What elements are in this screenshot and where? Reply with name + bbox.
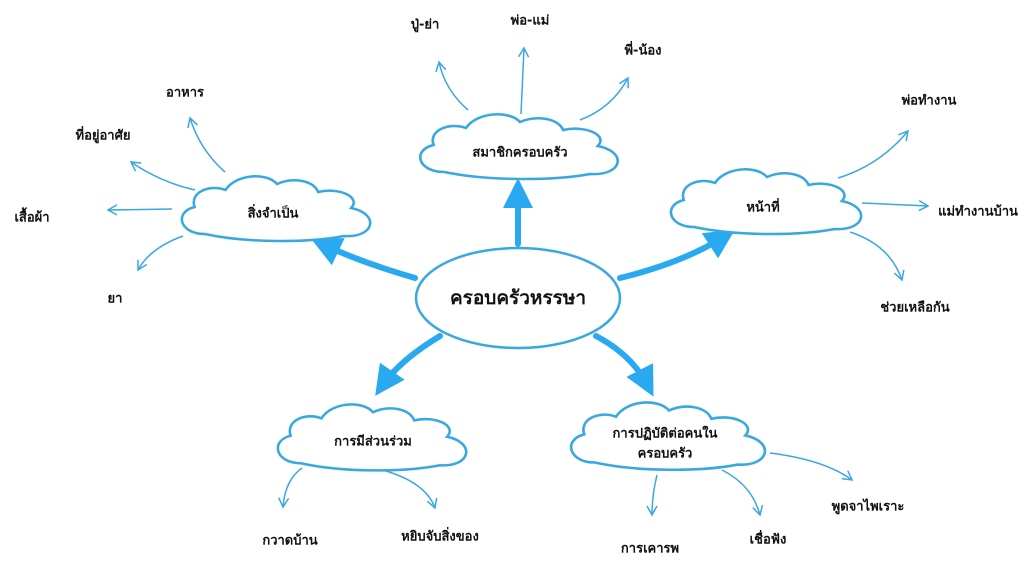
arrow-leaf [106, 204, 173, 216]
members-label: สมาชิกครอบครัว [472, 145, 568, 161]
leaf-label: ยา [107, 291, 123, 307]
leaf-label: พูดจาไพเราะ [831, 499, 905, 515]
arrow-leaf [837, 129, 909, 179]
arrow-leaf [721, 469, 764, 517]
leaf-label: การเคารพ [620, 541, 680, 557]
duties-label: หน้าที่ [746, 200, 780, 216]
main-connectors [311, 178, 736, 397]
arrow-leaf [517, 46, 530, 115]
center-label: ครอบครัวหรรษา [449, 286, 587, 309]
arrow-leaf [129, 161, 196, 191]
leaf-label: หยิบจับสิ่งของ [401, 529, 479, 545]
leaf-connectors [106, 46, 930, 517]
leaf-label: พี่-น้อง [624, 43, 662, 59]
arrow-leaf [849, 231, 905, 282]
leaf-label: ปู่-ย่า [410, 17, 440, 33]
arrow-to-necessities [311, 238, 418, 281]
leaf-label: แม่ทำงานบ้าน [938, 204, 1018, 220]
necessities-label: สิ่งจำเป็น [247, 206, 299, 222]
arrow-leaf [137, 235, 184, 272]
leaf-label: อาหาร [166, 85, 204, 101]
leaf-label: ที่อยู่อาศัย [75, 128, 131, 144]
conduct-label-line1: การปฏิบัติต่อคนใน [612, 426, 718, 442]
arrow-leaf [579, 76, 629, 121]
leaf-label: ช่วยเหลือกัน [880, 300, 950, 316]
arrow-to-duties [617, 229, 736, 281]
center-node [414, 246, 622, 350]
leaf-label: เสื้อผ้า [14, 210, 50, 226]
arrow-leaf [646, 474, 658, 517]
arrow-to-conduct [593, 333, 654, 397]
leaf-label: พ่อ-แม่ [510, 13, 550, 29]
participation-label: การมีส่วนร่วม [334, 434, 412, 450]
leaf-label: กวาดบ้าน [262, 533, 318, 549]
arrow-leaf [278, 467, 303, 509]
leaf-label: เชื่อฟัง [749, 532, 787, 548]
arrow-leaf [861, 199, 930, 212]
conduct-label-line2: ครอบครัว [637, 446, 693, 462]
arrow-leaf [187, 116, 226, 173]
arrow-leaf [769, 452, 854, 481]
leaf-label: พ่อทำงาน [901, 93, 957, 109]
arrow-to-participation [375, 333, 443, 396]
arrow-leaf [374, 467, 438, 510]
arrow-leaf [435, 60, 469, 111]
